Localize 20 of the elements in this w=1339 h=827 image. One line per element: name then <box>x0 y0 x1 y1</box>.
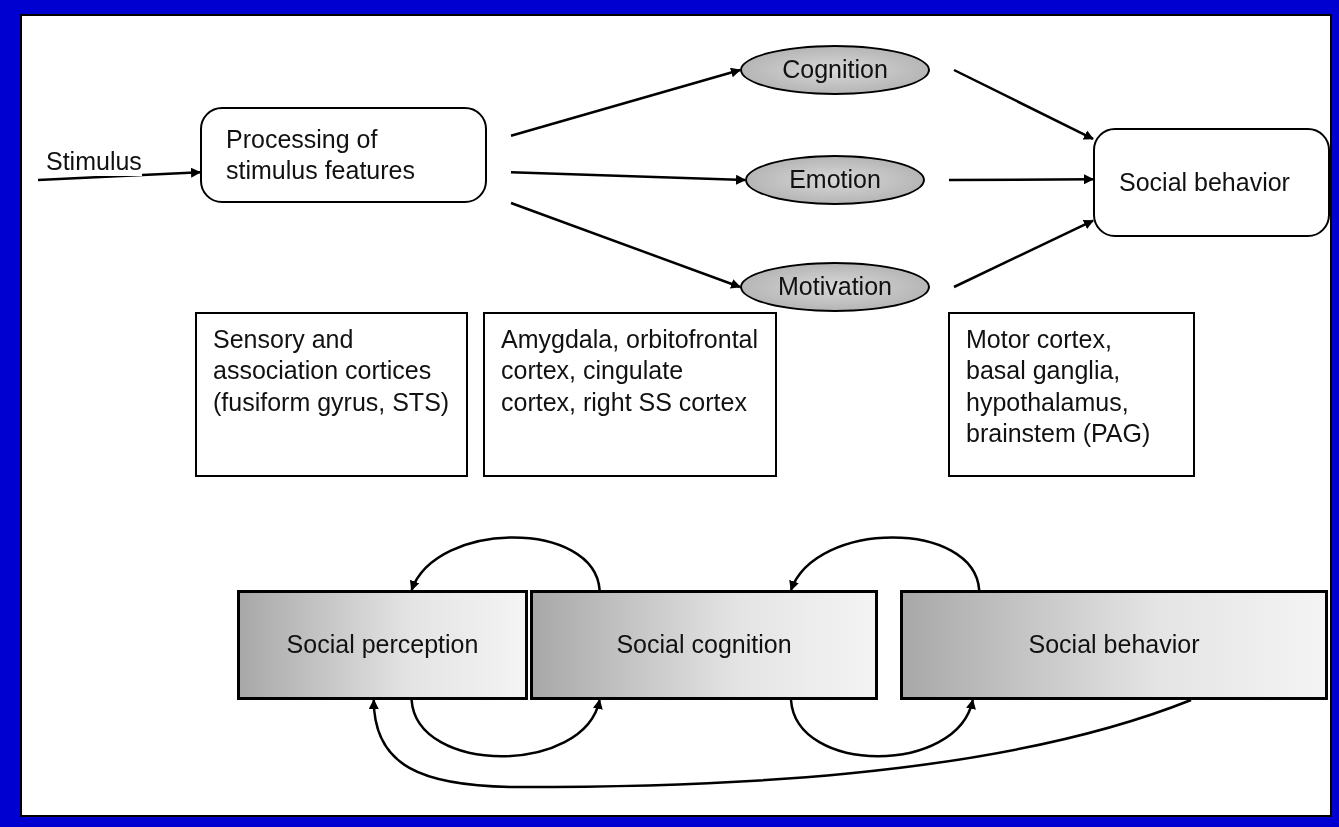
process-box: Processing of stimulus features <box>200 107 487 203</box>
arrow <box>510 171 746 185</box>
arrow <box>37 167 201 182</box>
brain-region-box: Motor cortex, basal ganglia, hypothalamus, brainstem (PAG) <box>948 312 1195 477</box>
arrow <box>510 201 741 289</box>
arrow <box>789 699 975 758</box>
arrow <box>410 536 601 591</box>
stage-box: Social perception <box>237 590 528 700</box>
arrow <box>410 699 601 758</box>
brain-region-box: Sensory and association cortices (fusiform gyrus, STS) <box>195 312 468 477</box>
output-box: Social behavior <box>1093 128 1330 237</box>
brain-region-box: Amygdala, orbitofrontal cortex, cingulate cortex, right SS cortex <box>483 312 777 477</box>
arrow <box>949 174 1094 185</box>
arrow <box>953 68 1094 140</box>
stage-box: Social behavior <box>900 590 1328 700</box>
arrow <box>789 536 981 591</box>
stage-box: Social cognition <box>530 590 878 700</box>
arrow <box>369 698 1192 789</box>
arrow <box>510 67 741 137</box>
arrow <box>953 219 1094 289</box>
